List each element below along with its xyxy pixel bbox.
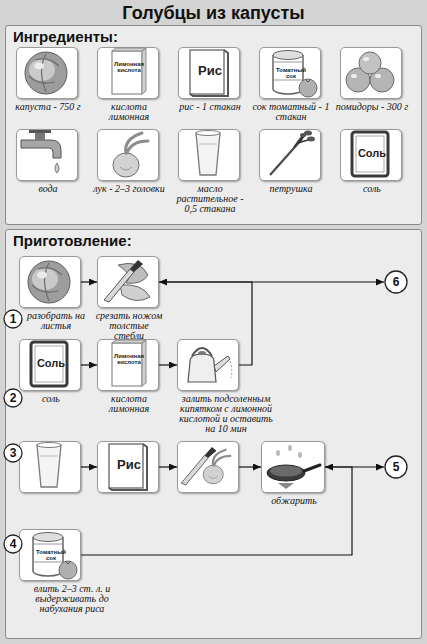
package-label: Томатный сок bbox=[36, 549, 66, 562]
caption: соль bbox=[20, 394, 82, 404]
step-box: Рис bbox=[97, 441, 159, 493]
caption: лук - 2–3 головки bbox=[90, 184, 168, 194]
package-label: Рис bbox=[190, 64, 230, 78]
caption: влить 2–3 ст. л. и выдерживать до набуха… bbox=[20, 584, 124, 614]
package-label: Лимонная кислота bbox=[114, 353, 144, 366]
package-label: Лимонная кислота bbox=[114, 61, 144, 74]
section-panel: Ингредиенты: капуста - 750 г Лимонная кисл… bbox=[5, 25, 422, 225]
caption: кислота лимонная bbox=[94, 394, 164, 414]
step-box: срезать ножом толстые стебли bbox=[97, 256, 159, 308]
caption: соль bbox=[333, 184, 411, 194]
step-box: разобрать на листья bbox=[19, 256, 81, 308]
ingredient-card: Лимонная кислотакислота лимонная bbox=[97, 47, 159, 99]
ingredient-card: петрушка bbox=[259, 129, 321, 181]
step-number-circle: 5 bbox=[384, 455, 408, 479]
package-label: Рис bbox=[109, 458, 149, 472]
step-box bbox=[177, 441, 239, 493]
step-number-circle: 6 bbox=[384, 270, 408, 294]
section-heading: Приготовление: bbox=[13, 232, 132, 249]
ingredient-card: вода bbox=[16, 129, 78, 181]
step-number-circle: 3 bbox=[3, 443, 23, 463]
package-label: Томатный сок bbox=[276, 67, 306, 80]
caption: сок томатный - 1 стакан bbox=[252, 102, 330, 122]
circle-shape bbox=[4, 535, 22, 553]
circle-shape bbox=[4, 444, 22, 462]
step-box bbox=[19, 441, 81, 493]
caption: разобрать на листья bbox=[26, 311, 86, 331]
caption: кислота лимонная bbox=[90, 102, 168, 122]
section-heading: Ингредиенты: bbox=[13, 28, 118, 45]
step-number: 1 bbox=[3, 309, 23, 329]
circle-shape bbox=[4, 389, 22, 407]
ingredient-card: Рисрис - 1 стакан bbox=[178, 47, 240, 99]
caption: помидоры - 300 г bbox=[333, 102, 411, 112]
step-box: залить подсоленным кипятком с лимонной к… bbox=[177, 339, 239, 391]
ingredient-card: помидоры - 300 г bbox=[340, 47, 402, 99]
step-box: Сольсоль bbox=[19, 339, 81, 391]
circle-shape bbox=[4, 310, 22, 328]
step-box: Томатный соквлить 2–3 ст. л. и выдержива… bbox=[19, 529, 81, 581]
step-number-circle: 2 bbox=[3, 388, 23, 408]
step-number: 5 bbox=[384, 455, 408, 479]
step-number-circle: 1 bbox=[3, 309, 23, 329]
caption: вода bbox=[9, 184, 87, 194]
caption: капуста - 750 г bbox=[9, 102, 87, 112]
circle-shape bbox=[385, 271, 407, 293]
caption: срезать ножом толстые стебли bbox=[94, 311, 164, 341]
step-box: обжарить bbox=[261, 441, 325, 493]
step-number: 2 bbox=[3, 388, 23, 408]
step-number-circle: 4 bbox=[3, 534, 23, 554]
ingredient-card: Сольсоль bbox=[340, 129, 402, 181]
caption: масло растительное - 0,5 стакана bbox=[171, 184, 249, 214]
caption: петрушка bbox=[252, 184, 330, 194]
package-label: Соль bbox=[352, 148, 392, 160]
step-number: 6 bbox=[384, 270, 408, 294]
title: Голубцы из капусты bbox=[0, 3, 427, 24]
caption: рис - 1 стакан bbox=[171, 102, 249, 112]
ingredient-card: лук - 2–3 головки bbox=[97, 129, 159, 181]
ingredient-card: Томатный соксок томатный - 1 стакан bbox=[259, 47, 321, 99]
caption: обжарить bbox=[262, 496, 326, 506]
step-number: 4 bbox=[3, 534, 23, 554]
caption: залить подсоленным кипятком с лимонной к… bbox=[178, 394, 274, 434]
section-panel: Приготовление: 1разобрать на листья срезат… bbox=[5, 229, 422, 639]
step-number: 3 bbox=[3, 443, 23, 463]
ingredient-card: капуста - 750 г bbox=[16, 47, 78, 99]
package-label: Соль bbox=[31, 358, 71, 370]
circle-shape bbox=[385, 456, 407, 478]
step-box: Лимонная кислотакислота лимонная bbox=[97, 339, 159, 391]
ingredient-card: масло растительное - 0,5 стакана bbox=[178, 129, 240, 181]
